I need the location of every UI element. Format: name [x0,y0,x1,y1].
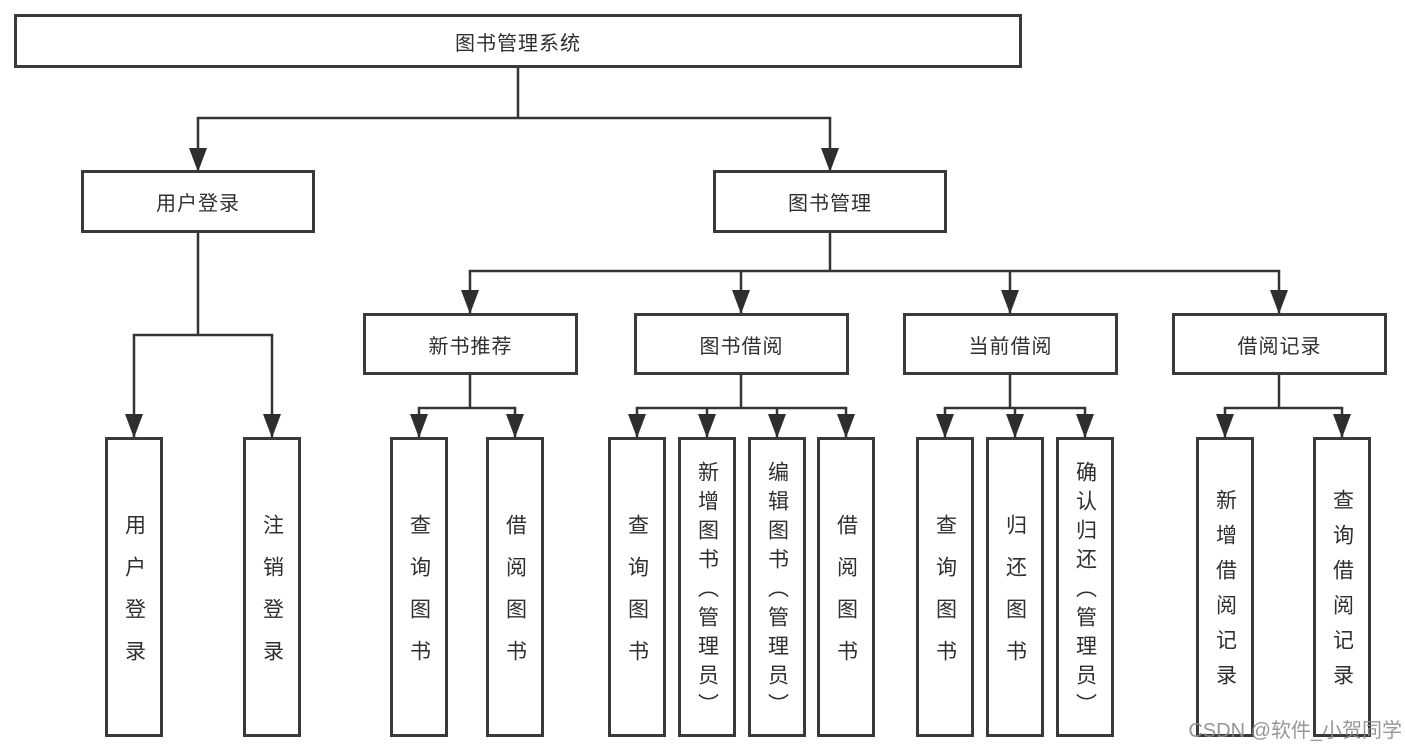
node-label: 新增借阅记录 [1213,489,1237,699]
node-leaf-query-books-recommend: 查询图书 [390,437,448,737]
node-label: 新书推荐 [428,335,513,358]
csdn-watermark: CSDN @软件_小贺同学 [1188,720,1402,742]
node-leaf-borrow-books: 借阅图书 [817,437,875,737]
node-borrowing-records: 借阅记录 [1172,313,1387,375]
node-label: 图书管理系统 [455,32,581,55]
node-label: 新增图书（管理员） [695,460,719,722]
node-leaf-query-borrow-record: 查询借阅记录 [1313,437,1371,737]
node-label: 借阅图书 [503,513,527,682]
node-library-management-system: 图书管理系统 [14,14,1022,68]
node-label: 用户登录 [156,193,240,215]
node-new-book-recommendation: 新书推荐 [363,313,578,375]
connector-arrows [125,118,1351,438]
node-label: 查询借阅记录 [1330,489,1354,699]
node-label: 确认归还（管理员） [1073,460,1097,722]
node-current-borrowing: 当前借阅 [903,313,1118,375]
node-book-borrowing: 图书借阅 [634,313,849,375]
node-label: 查询图书 [625,513,649,682]
node-leaf-add-books-admin: 新增图书（管理员） [678,437,736,737]
connector-tree-skeleton [132,66,1344,410]
node-leaf-query-books-current: 查询图书 [916,437,974,737]
node-leaf-borrow-books-recommend: 借阅图书 [486,437,544,737]
node-label: 编辑图书（管理员） [765,460,789,722]
node-label: 查询图书 [407,513,431,682]
node-label: 当前借阅 [968,335,1053,358]
node-label: 归还图书 [1003,513,1027,682]
node-leaf-confirm-return-admin: 确认归还（管理员） [1056,437,1114,737]
node-leaf-edit-books-admin: 编辑图书（管理员） [748,437,806,737]
node-leaf-return-books: 归还图书 [986,437,1044,737]
node-label: 用户登录 [122,513,146,682]
node-label: 图书借阅 [699,335,784,358]
node-leaf-add-borrow-record: 新增借阅记录 [1196,437,1254,737]
node-user-login: 用户登录 [81,170,315,233]
node-leaf-query-books-borrow: 查询图书 [608,437,666,737]
node-label: 借阅图书 [834,513,858,682]
node-label: 查询图书 [933,513,957,682]
node-leaf-logout: 注销登录 [243,437,301,737]
node-book-management: 图书管理 [713,170,947,233]
node-label: 借阅记录 [1237,335,1322,358]
node-label: 图书管理 [788,193,872,215]
node-label: 注销登录 [260,513,284,682]
node-leaf-user-login: 用户登录 [105,437,163,737]
